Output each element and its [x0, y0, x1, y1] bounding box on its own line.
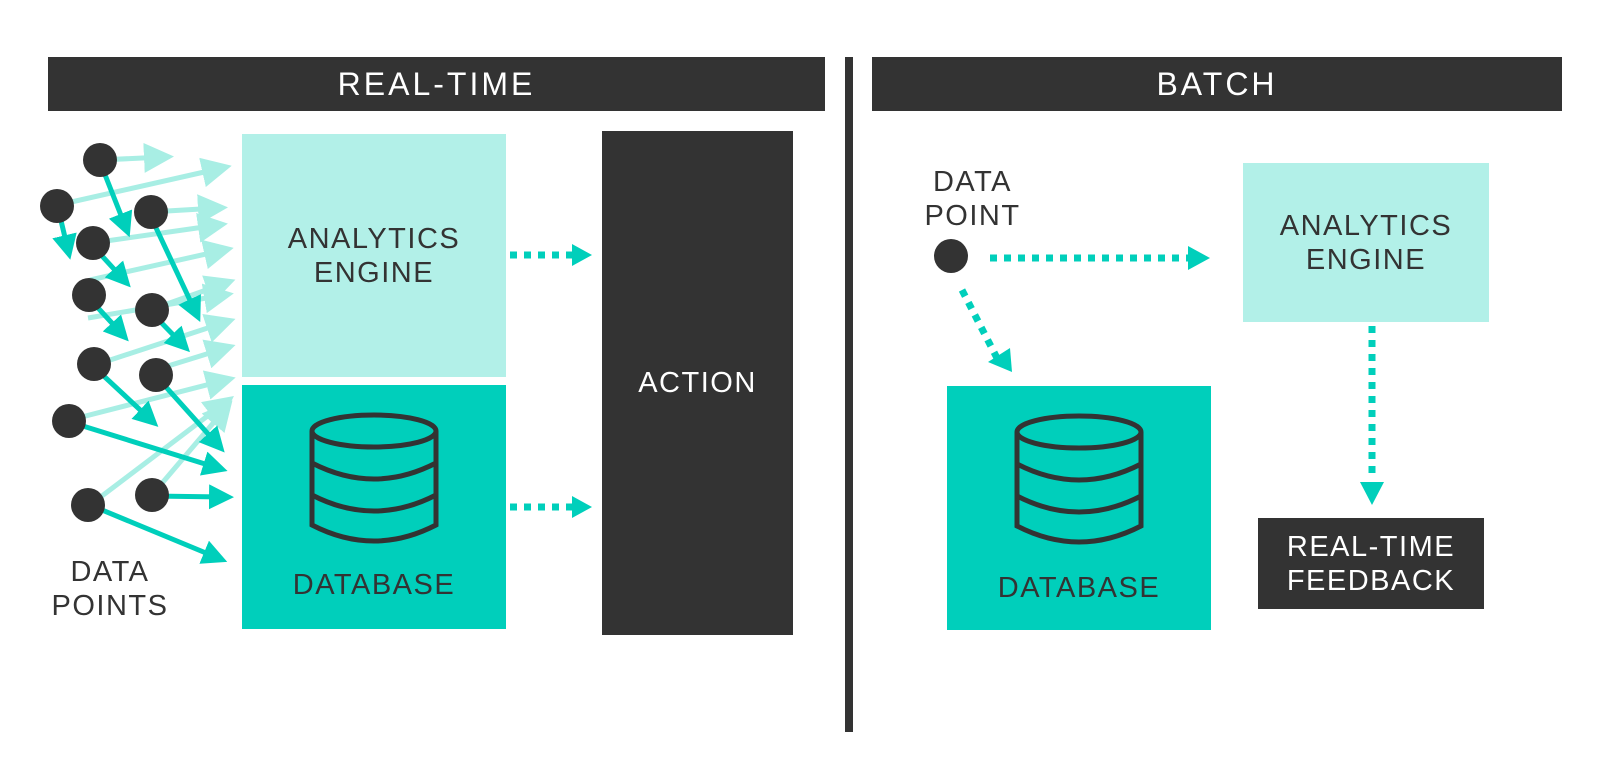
data-point-dot — [135, 478, 169, 512]
realtime-header-label: REAL-TIME — [337, 65, 536, 102]
data-point-dot — [77, 347, 111, 381]
batch-dotted-arrows — [958, 254, 1376, 478]
data-point-dot — [76, 226, 110, 260]
realtime-database-box: DATABASE — [242, 385, 506, 629]
batch-analytics-engine-label: ANALYTICS ENGINE — [1279, 209, 1453, 276]
batch-data-point-dot — [934, 239, 968, 273]
data-point-dot — [71, 488, 105, 522]
data-point-dot — [134, 195, 168, 229]
realtime-feedback-label: REAL-TIME FEEDBACK — [1286, 530, 1456, 597]
realtime-analytics-engine-box: ANALYTICS ENGINE — [242, 134, 506, 377]
arrowhead — [1360, 482, 1384, 505]
batch-header: BATCH — [872, 57, 1562, 111]
batch-analytics-engine-box: ANALYTICS ENGINE — [1243, 163, 1489, 322]
arrowhead — [988, 348, 1012, 372]
data-point-dot — [40, 189, 74, 223]
data-point-label: DATA POINT — [924, 166, 1021, 232]
data-point-dot — [139, 358, 173, 392]
data-point-dot — [135, 293, 169, 327]
action-label: ACTION — [638, 367, 757, 399]
arrowhead — [572, 244, 592, 266]
action-box: ACTION — [602, 131, 793, 635]
database-icon — [1013, 412, 1145, 553]
data-points-label: DATA POINTS — [51, 556, 169, 622]
batch-header-label: BATCH — [1156, 65, 1278, 102]
arrowhead — [572, 496, 592, 518]
data-point-dot — [52, 404, 86, 438]
arrowhead — [1188, 246, 1210, 270]
data-point-dots — [40, 143, 173, 522]
realtime-feedback-box: REAL-TIME FEEDBACK — [1258, 518, 1484, 609]
database-icon — [308, 411, 440, 552]
batch-database-box: DATABASE — [947, 386, 1211, 630]
data-point-dot — [72, 278, 106, 312]
realtime-header: REAL-TIME — [48, 57, 825, 111]
realtime-database-label: DATABASE — [292, 569, 456, 601]
section-divider — [845, 57, 853, 732]
data-point-dot — [83, 143, 117, 177]
batch-database-label: DATABASE — [997, 572, 1161, 604]
dotted-arrow — [510, 251, 572, 511]
realtime-analytics-engine-label: ANALYTICS ENGINE — [287, 222, 461, 289]
